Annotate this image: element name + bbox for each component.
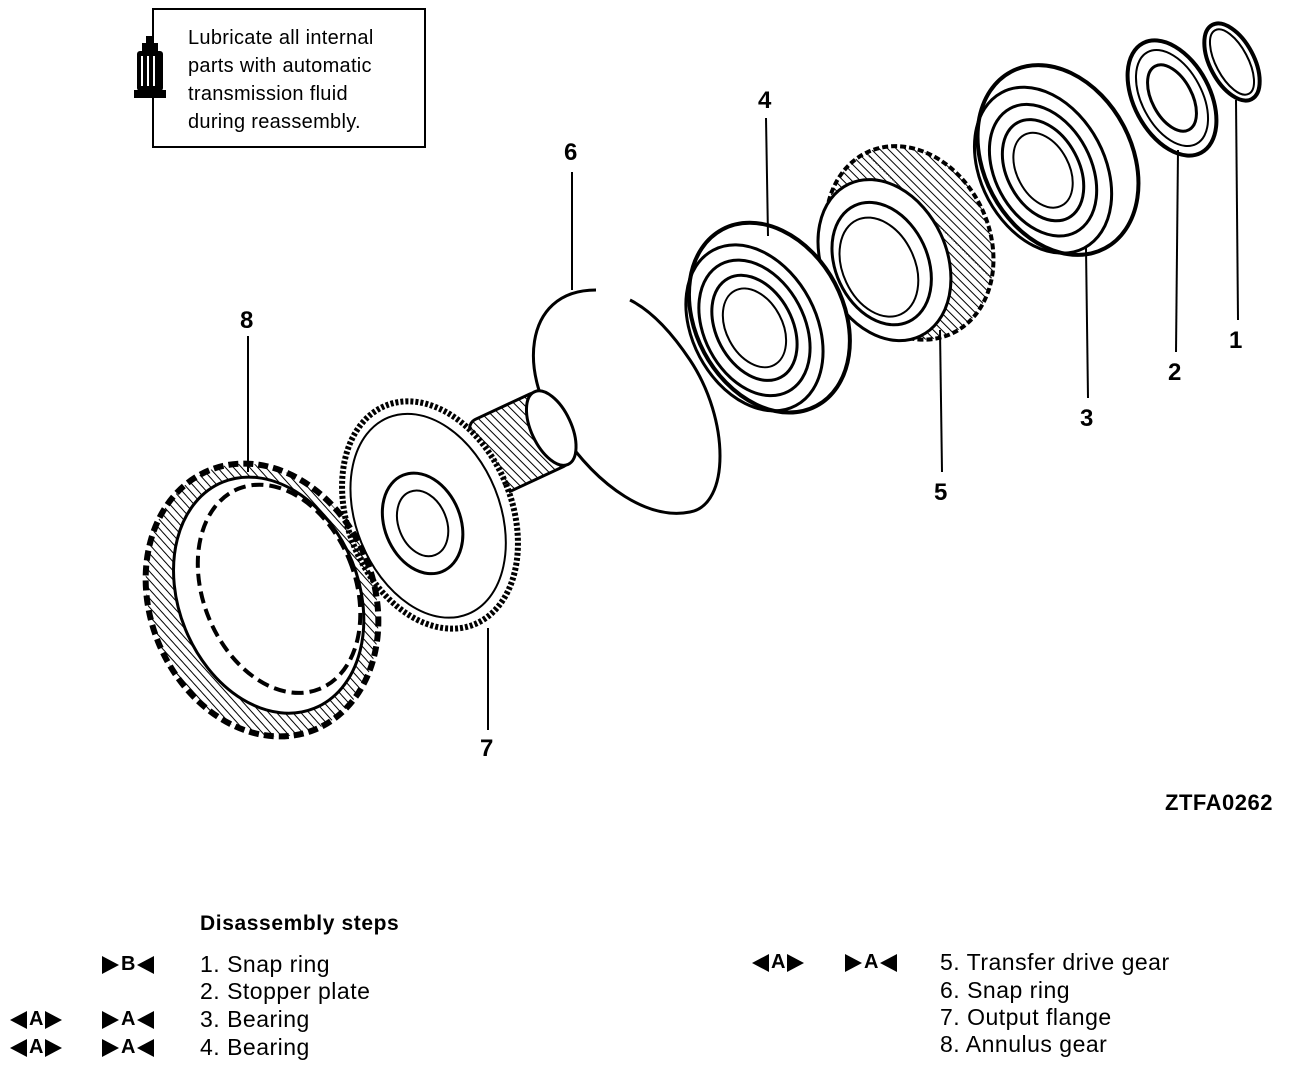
arrow-right-icon [45, 1038, 63, 1057]
step-7: 7. Output flange [940, 1004, 1112, 1030]
callout-7: 7 [480, 735, 493, 762]
marker-letter: A [771, 951, 786, 973]
marker-step-3-in-a: A [102, 1006, 155, 1033]
arrow-right-icon [845, 953, 862, 972]
lubrication-note-text: Lubricate all internal parts with automa… [188, 24, 374, 136]
leader-line-1 [1235, 99, 1239, 321]
leader-line-3 [1085, 247, 1089, 399]
step-1: 1. Snap ring [200, 951, 331, 977]
snap-ring-part-1 [1202, 21, 1262, 103]
marker-letter: A [864, 951, 879, 973]
lubrication-note: Lubricate all internal parts with automa… [134, 8, 426, 148]
marker-step-5-in-a: A [845, 949, 898, 976]
disassembly-steps-title: Disassembly steps [200, 912, 400, 935]
figure-code: ZTFA0262 [1165, 790, 1273, 815]
arrow-right-icon [787, 953, 805, 972]
step-6: 6. Snap ring [940, 977, 1071, 1003]
arrow-left-icon [137, 955, 155, 974]
callout-5: 5 [934, 479, 947, 506]
note-line: transmission fluid [188, 83, 348, 105]
callout-1: 1 [1229, 327, 1242, 354]
step-8: 8. Annulus gear [940, 1031, 1108, 1057]
note-line: parts with automatic [188, 55, 372, 77]
note-line: Lubricate all internal [188, 27, 374, 49]
arrow-left-icon [880, 953, 898, 972]
marker-letter: A [121, 1008, 136, 1030]
output-flange-part-7 [339, 389, 578, 632]
marker-step-4-in-a: A [102, 1034, 155, 1061]
marker-letter: A [29, 1036, 44, 1058]
bearing-part-4 [684, 220, 852, 415]
arrow-left-icon [752, 953, 769, 972]
step-2: 2. Stopper plate [200, 978, 371, 1004]
arrow-left-icon [137, 1010, 155, 1029]
arrow-left-icon [10, 1038, 27, 1057]
stopper-plate-part-2 [1125, 38, 1219, 158]
transfer-drive-gear-part-5 [816, 144, 996, 343]
marker-step-5-out-a: A [752, 949, 805, 976]
marker-letter: A [29, 1008, 44, 1030]
arrow-right-icon [102, 955, 119, 974]
marker-letter: B [121, 953, 136, 975]
arrow-left-icon [10, 1010, 27, 1029]
callout-4: 4 [758, 87, 772, 114]
step-4: 4. Bearing [200, 1034, 310, 1060]
arrow-right-icon [102, 1038, 119, 1057]
callout-8: 8 [240, 307, 253, 334]
marker-step-1-in-b: B [102, 951, 155, 978]
leader-line-5 [939, 329, 943, 473]
note-line: during reassembly. [188, 111, 361, 133]
leader-line-4 [765, 117, 769, 237]
leader-line-2 [1175, 149, 1179, 353]
arrow-right-icon [102, 1010, 119, 1029]
marker-step-3-out-a: A [10, 1006, 63, 1033]
snap-ring-part-6 [531, 288, 722, 515]
marker-step-4-out-a: A [10, 1034, 63, 1061]
arrow-left-icon [137, 1038, 155, 1057]
step-5: 5. Transfer drive gear [940, 949, 1170, 975]
marker-letter: A [121, 1036, 136, 1058]
annulus-gear-part-8 [142, 460, 382, 740]
callout-6: 6 [564, 139, 577, 166]
bearing-part-3 [972, 63, 1141, 257]
step-3: 3. Bearing [200, 1006, 310, 1032]
callout-2: 2 [1168, 359, 1181, 386]
callout-3: 3 [1080, 405, 1093, 432]
arrow-right-icon [45, 1010, 63, 1029]
oil-can-icon [134, 36, 166, 98]
